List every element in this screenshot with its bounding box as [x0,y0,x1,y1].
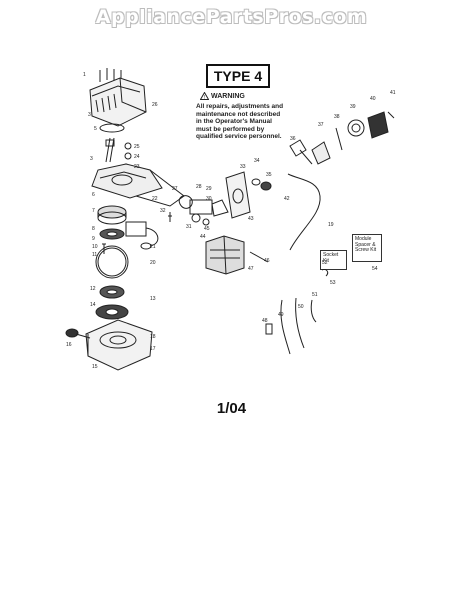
svg-text:27: 27 [172,186,178,192]
warning-text: All repairs, adjustments and maintenance… [196,103,284,141]
svg-text:26: 26 [152,102,158,108]
svg-text:40: 40 [370,96,376,102]
svg-text:24: 24 [134,154,140,160]
svg-text:50: 50 [298,304,304,310]
svg-text:21: 21 [150,244,156,250]
throttle-cable [287,173,321,251]
svg-text:11: 11 [92,252,97,258]
svg-text:33: 33 [240,164,246,170]
svg-text:16: 16 [66,342,72,348]
svg-text:36: 36 [290,136,296,142]
svg-text:46: 46 [264,258,270,264]
cable-end [249,251,269,263]
flywheel [97,205,127,225]
kit-module-spacer: Module Spacer & Screw Kit [352,234,382,262]
svg-text:31: 31 [186,224,192,230]
svg-text:25: 25 [134,144,140,150]
svg-text:48: 48 [262,318,268,324]
svg-text:29: 29 [206,186,212,192]
svg-text:28: 28 [196,184,202,190]
svg-text:38: 38 [334,114,340,120]
svg-text:37: 37 [318,122,324,128]
choke-parts [289,111,395,165]
svg-text:51: 51 [312,292,318,298]
crankcase [91,163,185,207]
svg-text:35: 35 [266,172,272,178]
svg-text:9: 9 [92,236,95,242]
svg-text:!: ! [204,95,205,100]
svg-text:3: 3 [88,112,91,118]
svg-text:12: 12 [90,286,96,292]
engine-cover [89,77,147,127]
ignition-module [125,221,159,250]
svg-text:49: 49 [278,312,284,318]
svg-text:39: 39 [350,104,356,110]
muffler [205,235,245,275]
svg-text:23: 23 [134,164,140,170]
svg-text:15: 15 [92,364,98,370]
svg-text:53: 53 [330,280,336,286]
o-ring [99,123,125,133]
svg-text:10: 10 [92,244,98,250]
svg-text:45: 45 [204,226,210,232]
svg-text:30: 30 [206,196,212,202]
svg-text:17: 17 [150,346,156,352]
starter-pulley [95,285,129,320]
svg-text:3: 3 [90,156,93,162]
air-filter-box [225,171,251,219]
svg-text:5: 5 [94,126,97,132]
starter-housing [85,319,153,371]
svg-text:52: 52 [322,260,328,266]
grommet [251,178,261,186]
svg-text:19: 19 [328,222,334,228]
needle [168,212,172,222]
svg-text:47: 47 [248,266,254,272]
spring-part [124,142,132,150]
svg-text:44: 44 [200,234,206,240]
gasket-ring [95,245,129,279]
svg-text:18: 18 [150,334,156,340]
warning-heading: WARNING [211,93,245,100]
type-label: TYPE 4 [206,64,270,88]
starter-handle [65,328,91,339]
svg-text:7: 7 [92,208,95,214]
page-label: 1/04 [216,400,247,417]
svg-text:42: 42 [284,196,290,202]
svg-text:43: 43 [248,216,254,222]
svg-text:8: 8 [92,226,95,232]
svg-text:1: 1 [83,72,86,78]
svg-text:13: 13 [150,296,156,302]
svg-text:20: 20 [150,260,156,266]
svg-text:22: 22 [152,196,158,202]
fan [99,228,125,240]
watermark: AppliancePartsPros.com [95,6,368,28]
fuel-lines [265,269,329,355]
warning-icon: ! [200,92,209,100]
svg-text:41: 41 [390,90,396,96]
kit-socket: Socket Kit [320,250,347,270]
carburetor-assembly [178,195,229,226]
svg-text:54: 54 [372,266,378,272]
svg-text:6: 6 [92,192,95,198]
svg-text:34: 34 [254,158,260,164]
svg-text:32: 32 [160,208,166,214]
spark-plug [105,137,115,163]
svg-text:14: 14 [90,302,96,308]
